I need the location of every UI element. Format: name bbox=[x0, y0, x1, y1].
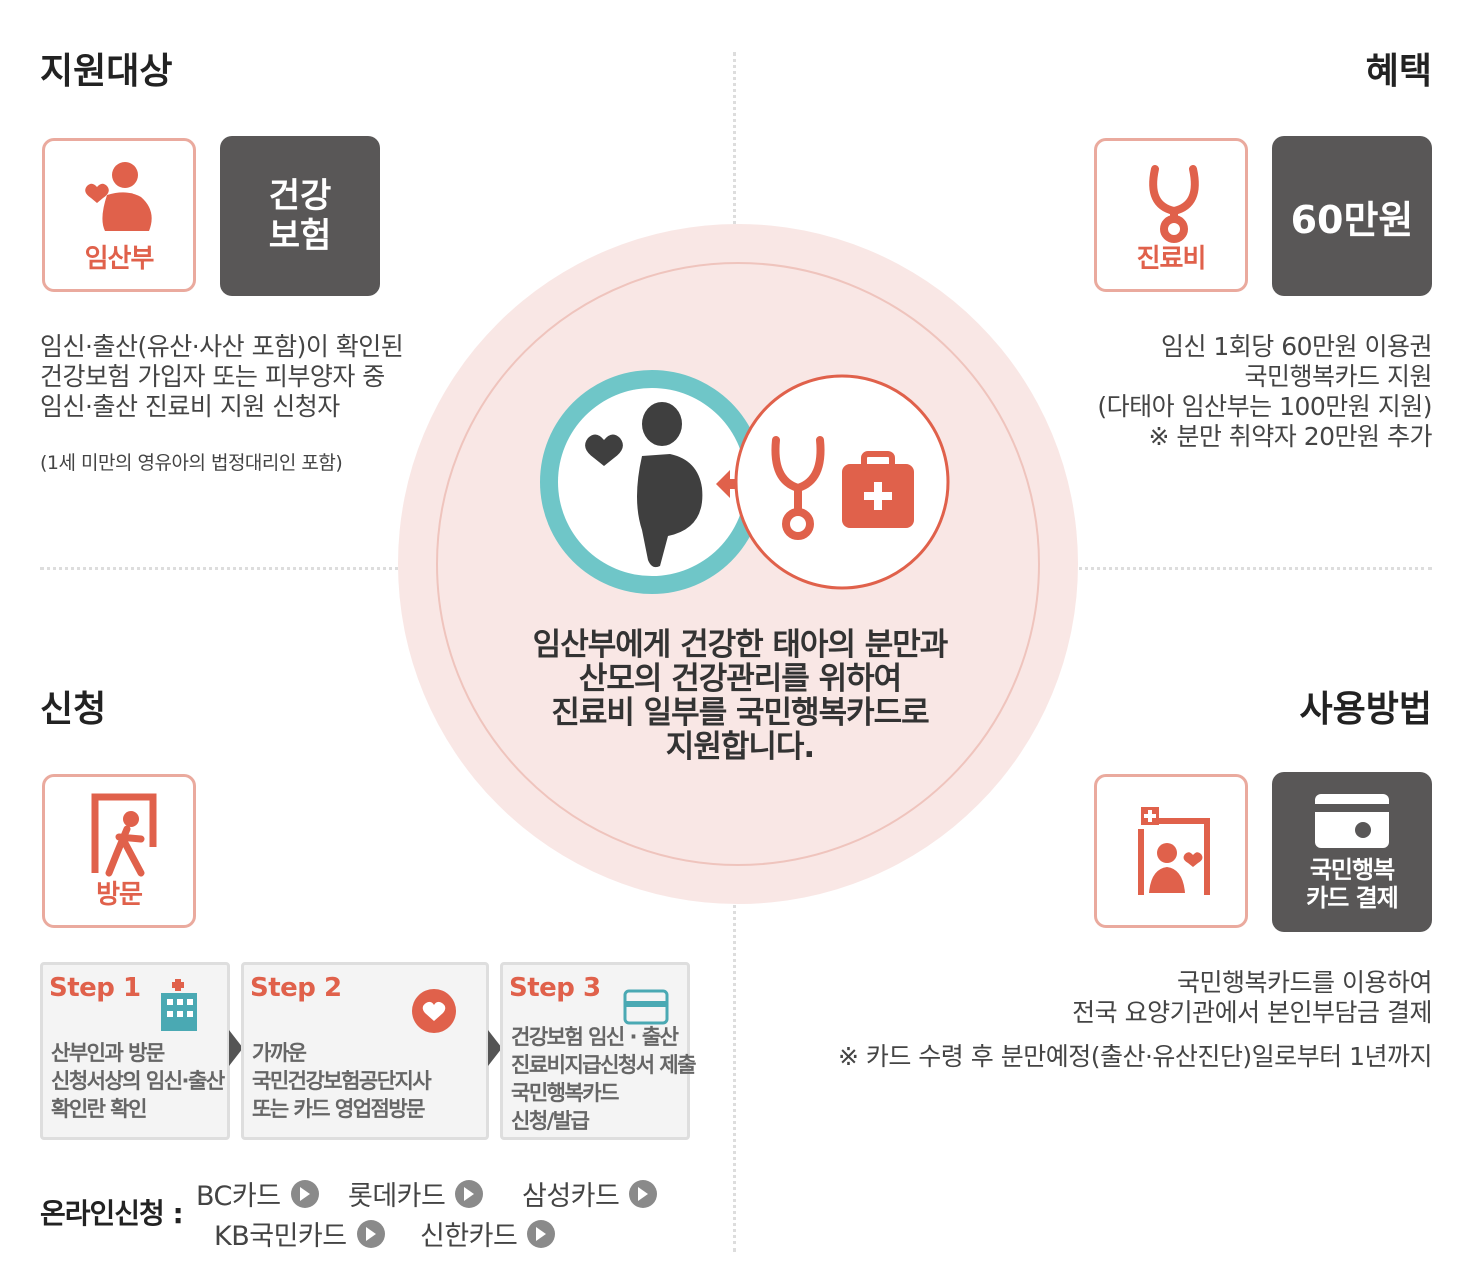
badge-line: 카드 결제 bbox=[1306, 884, 1399, 912]
card-link-label: KB국민카드 bbox=[214, 1221, 347, 1252]
section-title-usage: 사용방법 bbox=[1299, 689, 1432, 730]
section-title-apply: 신청 bbox=[40, 689, 107, 730]
usage-note: ※ 카드 수령 후 분만예정(출산·유산진단)일로부터 1년까지 bbox=[837, 1042, 1433, 1071]
center-line: 임산부에게 건강한 태아의 분만과 bbox=[532, 627, 949, 663]
target-icon-label: 임산부 bbox=[84, 244, 155, 274]
step-title: Step 2 bbox=[250, 973, 342, 1003]
shinhan-card-link[interactable]: 신한카드 bbox=[420, 1214, 556, 1253]
target-icon-box: 임산부 bbox=[42, 138, 196, 292]
lotte-card-link[interactable]: 롯데카드 bbox=[348, 1174, 484, 1213]
step-1-box: Step 1 산부인과 방문 신청서상의 임신·출산 확인란 확인 bbox=[40, 962, 230, 1140]
step-arrow-icon bbox=[229, 1030, 243, 1066]
target-note: (1세 미만의 영유아의 법정대리인 포함) bbox=[40, 452, 343, 474]
target-description: 임신·출산(유산·사산 포함)이 확인된 건강보험 가입자 또는 피부양자 중 … bbox=[40, 332, 404, 478]
card-icon bbox=[623, 989, 669, 1025]
step-line: 가까운 bbox=[252, 1041, 307, 1065]
benefit-icon-box: 진료비 bbox=[1094, 138, 1248, 292]
step-text: 건강보험 임신 · 출산 진료비지급신청서 제출 국민행복카드 신청/발급 bbox=[511, 1023, 697, 1135]
target-desc-line: 임신·출산(유산·사산 포함)이 확인된 bbox=[40, 332, 404, 361]
step-line: 또는 카드 영업점방문 bbox=[252, 1097, 426, 1121]
arrow-left-icon bbox=[716, 470, 730, 498]
location-heart-icon bbox=[412, 989, 456, 1033]
apply-icon-box: 방문 bbox=[42, 774, 196, 928]
step-line: 확인란 확인 bbox=[51, 1097, 147, 1121]
card-link-label: 신한카드 bbox=[420, 1221, 518, 1252]
section-title-target: 지원대상 bbox=[40, 51, 173, 92]
step-2-box: Step 2 가까운 국민건강보험공단지사 또는 카드 영업점방문 bbox=[241, 962, 489, 1140]
benefit-desc-line: (다태아 임산부는 100만원 지원) bbox=[1097, 392, 1432, 421]
health-insurance-badge: 건강 보험 bbox=[220, 136, 380, 296]
apply-icon-label: 방문 bbox=[96, 880, 143, 910]
stethoscope-icon bbox=[771, 436, 825, 540]
arrow-right-circle-icon bbox=[629, 1179, 658, 1208]
step-line: 국민건강보험공단지사 bbox=[252, 1069, 432, 1093]
step-line: 산부인과 방문 bbox=[51, 1041, 165, 1065]
center-line: 산모의 건강관리를 위하여 bbox=[578, 661, 902, 697]
center-illustration bbox=[540, 370, 950, 594]
usage-desc-line: 국민행복카드를 이용하여 bbox=[1177, 968, 1432, 997]
card-link-label: 삼성카드 bbox=[522, 1181, 620, 1212]
center-line: 지원합니다. bbox=[665, 729, 815, 765]
arrow-right-circle-icon bbox=[527, 1219, 556, 1248]
card-link-label: BC카드 bbox=[196, 1181, 281, 1212]
amount-badge: 60만원 bbox=[1272, 136, 1432, 296]
samsung-card-link[interactable]: 삼성카드 bbox=[522, 1174, 658, 1213]
badge-line: 건강 bbox=[268, 176, 332, 216]
step-text: 산부인과 방문 신청서상의 임신·출산 확인란 확인 bbox=[51, 1039, 225, 1123]
step-line: 신청서상의 임신·출산 bbox=[51, 1069, 225, 1093]
usage-description: 국민행복카드를 이용하여 전국 요양기관에서 본인부담금 결제 ※ 카드 수령 … bbox=[837, 968, 1433, 1072]
card-link-label: 롯데카드 bbox=[348, 1181, 446, 1212]
benefit-desc-line: 임신 1회당 60만원 이용권 bbox=[1160, 332, 1433, 361]
step-text: 가까운 국민건강보험공단지사 또는 카드 영업점방문 bbox=[252, 1039, 432, 1123]
target-desc-line: 건강보험 가입자 또는 피부양자 중 bbox=[40, 362, 385, 391]
medical-kit-icon bbox=[842, 451, 914, 528]
benefit-desc-line: 국민행복카드 지원 bbox=[1244, 362, 1433, 391]
step-title: Step 1 bbox=[49, 973, 141, 1003]
step-title: Step 3 bbox=[509, 973, 601, 1003]
door-visit-icon bbox=[91, 793, 157, 877]
step-line: 진료비지급신청서 제출 bbox=[511, 1053, 697, 1077]
badge-line: 보험 bbox=[268, 216, 332, 256]
benefit-desc-line: ※ 분만 취약자 20만원 추가 bbox=[1148, 422, 1432, 451]
stethoscope-icon bbox=[1149, 165, 1199, 243]
center-message: 임산부에게 건강한 태아의 분만과 산모의 건강관리를 위하여 진료비 일부를 … bbox=[480, 628, 1000, 764]
section-title-benefit: 혜택 bbox=[1365, 51, 1432, 92]
arrow-right-circle-icon bbox=[356, 1219, 385, 1248]
step-line: 건강보험 임신 · 출산 bbox=[511, 1025, 679, 1049]
step-line: 국민행복카드 bbox=[511, 1081, 619, 1105]
step-3-box: Step 3 건강보험 임신 · 출산 진료비지급신청서 제출 국민행복카드 신… bbox=[500, 962, 697, 1140]
kb-card-link[interactable]: KB국민카드 bbox=[214, 1214, 385, 1253]
pregnant-woman-icon bbox=[85, 162, 152, 231]
benefit-description: 임신 1회당 60만원 이용권 국민행복카드 지원 (다태아 임산부는 100만… bbox=[1097, 332, 1432, 452]
benefit-icon-label: 진료비 bbox=[1136, 244, 1207, 274]
step-line: 신청/발급 bbox=[511, 1109, 590, 1133]
hospital-building-icon bbox=[161, 979, 197, 1031]
target-desc-line: 임신·출산 진료비 지원 신청자 bbox=[40, 392, 340, 421]
bc-card-link[interactable]: BC카드 bbox=[196, 1174, 319, 1213]
pregnant-woman-icon bbox=[585, 402, 703, 568]
badge-line: 국민행복 bbox=[1309, 856, 1395, 884]
center-line: 진료비 일부를 국민행복카드로 bbox=[551, 695, 929, 731]
center-circle-ring bbox=[436, 262, 1040, 866]
arrow-right-circle-icon bbox=[455, 1179, 484, 1208]
usage-icon-box bbox=[1094, 774, 1248, 928]
hospital-patient-icon bbox=[1138, 807, 1210, 895]
step-arrow-icon bbox=[488, 1030, 502, 1066]
happy-card-icon bbox=[1315, 794, 1389, 848]
usage-desc-line: 전국 요양기관에서 본인부담금 결제 bbox=[1072, 998, 1432, 1027]
arrow-right-circle-icon bbox=[290, 1179, 319, 1208]
online-apply-label: 온라인신청 : bbox=[40, 1197, 184, 1230]
happy-card-payment-badge: 국민행복 카드 결제 bbox=[1272, 772, 1432, 932]
